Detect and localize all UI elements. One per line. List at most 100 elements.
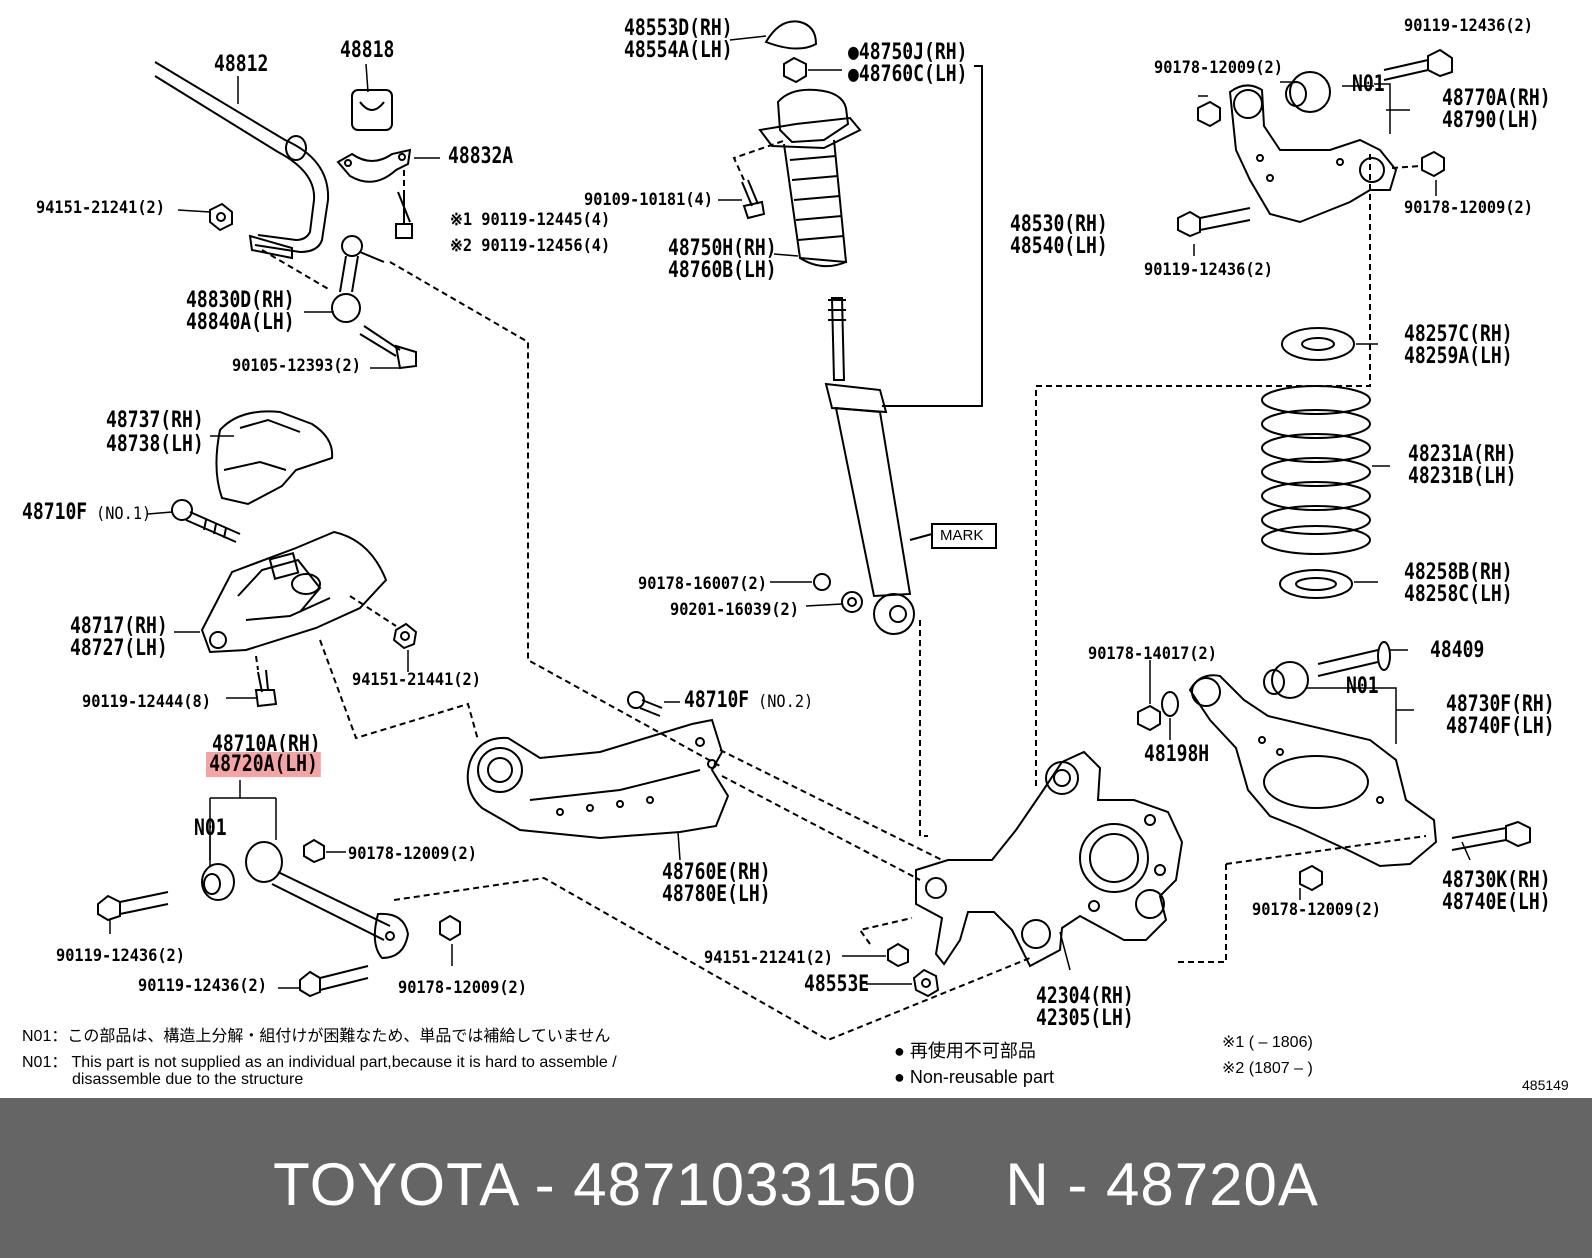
spring-seat-48257c: [1281, 327, 1355, 361]
leader-lines: [109, 35, 1471, 989]
label-90119-12444: 90119-12444(8): [82, 692, 211, 712]
washer-90201-16039: [841, 591, 863, 613]
bolt-90119-12436-b: [299, 965, 369, 998]
mark-tag: [909, 523, 997, 549]
bushing-n01-r: [1263, 661, 1309, 699]
bracket-48832a: [336, 148, 412, 183]
label-48730k: 48730K(RH): [1442, 868, 1551, 893]
diagram-drawing: [97, 20, 1531, 1042]
note-nonreusable-jp: ● 再使用不可部品: [894, 1041, 1036, 1061]
nut-90178-14017: [1137, 704, 1161, 732]
bushing-48818: [351, 89, 393, 131]
nut-48750j: [783, 56, 807, 84]
label-90119-12436-tr: 90119-12436(2): [1404, 16, 1533, 36]
label-48760c: ●48760C(LH): [848, 62, 968, 87]
label-mark: MARK: [940, 527, 984, 544]
bolt-90119-12436-tr: [1383, 48, 1453, 81]
label-42305: 42305(LH): [1036, 1006, 1134, 1031]
parts-diagram: 48812 48818 48832A 94151-21241(2) ※1 901…: [22, 16, 1569, 1093]
shock-absorber-48530: [824, 297, 915, 635]
cover-48737: [215, 410, 334, 506]
bolt-90119-12436-trb: [1177, 207, 1251, 238]
label-90178-12009-tr: 90178-12009(2): [1404, 198, 1533, 218]
label-90178-12009-bot: 90178-12009(2): [398, 978, 527, 998]
label-90178-16007: 90178-16007(2): [638, 574, 767, 594]
footnote-2: ※2 (1807 – ): [1222, 1060, 1313, 1077]
bolt-90119-12436-a: [97, 891, 169, 922]
label-48818: 48818: [340, 38, 395, 63]
label-48832a: 48832A: [448, 144, 514, 169]
label-94151-21241-top: 94151-21241(2): [36, 198, 165, 218]
nut-90178-12009-bot: [439, 914, 461, 942]
lower-arm-48730f: [1188, 674, 1438, 868]
label-48830d: 48830D(RH): [186, 288, 295, 313]
trailing-arm-48760e: [466, 718, 730, 840]
bolt-48409: [1317, 641, 1391, 677]
label-48730f: 48730F(RH): [1446, 692, 1555, 717]
label-48740f: 48740F(LH): [1446, 714, 1555, 739]
bolt-90119-12445: [395, 190, 413, 239]
label-48710a: 48710A(RH): [212, 732, 321, 757]
label-48750h: 48750H(RH): [668, 236, 777, 261]
label-48259a: 48259A(LH): [1404, 344, 1513, 369]
lateral-rod-48710a: [245, 841, 410, 960]
label-n01-r: N01: [1346, 674, 1379, 699]
label-90119-12436-a: 90119-12436(2): [56, 946, 185, 966]
label-48812: 48812: [214, 52, 269, 77]
label-48258c: 48258C(LH): [1404, 582, 1513, 607]
label-48710f-no1: 48710F: [22, 500, 88, 525]
label-48737: 48737(RH): [106, 408, 204, 433]
mount-48750h: [758, 88, 862, 268]
label-48750j: ●48750J(RH): [848, 40, 968, 65]
label-94151-21241-bot: 94151-21241(2): [704, 948, 833, 968]
nut-90178-12009-r: [1299, 864, 1323, 892]
label-48540: 48540(LH): [1010, 234, 1108, 259]
bolt-48710f-no2: [627, 691, 663, 717]
note-n01-en-line1: N01： This part is not supplied as an ind…: [22, 1054, 617, 1071]
label-48770a: 48770A(RH): [1442, 86, 1551, 111]
nut-90178-12009-mid: [303, 838, 325, 864]
label-48231b: 48231B(LH): [1408, 464, 1517, 489]
bolt-48730k: [1451, 820, 1531, 851]
label-90119-12445: ※1 90119-12445(4): [450, 210, 611, 230]
label-48710f-no1-sub: (NO.1): [96, 504, 152, 524]
footer-part-title: TOYOTA - 4871033150 N - 48720A: [273, 1151, 1319, 1218]
label-48554a: 48554A(LH): [624, 38, 733, 63]
nut-90178-16007: [813, 573, 831, 591]
label-90105-12393: 90105-12393(2): [232, 356, 361, 376]
label-90178-12009-tl: 90178-12009(2): [1154, 58, 1283, 78]
label-48727: 48727(LH): [70, 636, 168, 661]
bolt-90105-12393: [359, 325, 417, 370]
nut-94151-21441: [392, 622, 418, 650]
label-90178-14017: 90178-14017(2): [1088, 644, 1217, 664]
label-90201-16039: 90201-16039(2): [670, 600, 799, 620]
stabilizer-link-48830d: [331, 235, 385, 323]
label-48198h: 48198H: [1144, 742, 1210, 767]
label-48760e: 48760E(RH): [662, 860, 771, 885]
spring-seat-48258b: [1279, 569, 1353, 599]
note-nonreusable-en: ● Non-reusable part: [894, 1067, 1054, 1087]
upper-arm-48770a: [1228, 84, 1398, 224]
label-42304: 42304(RH): [1036, 984, 1134, 1009]
bolt-48710f-no1: [171, 499, 241, 543]
label-48409: 48409: [1430, 638, 1485, 663]
label-48720a: 48720A(LH): [206, 752, 322, 777]
label-90109-10181: 90109-10181(4): [584, 190, 713, 210]
nut-90178-12009-tr: [1421, 150, 1445, 178]
nut-94151-21241: [209, 202, 233, 232]
label-48553e: 48553E: [804, 972, 870, 997]
bolt-90119-12444: [254, 669, 278, 708]
label-48258b: 48258B(RH): [1404, 560, 1513, 585]
nut-90178-12009-tl: [1197, 100, 1221, 128]
label-n01-tr: N01: [1352, 72, 1385, 97]
footer-bar: TOYOTA - 4871033150 N - 48720A: [0, 1098, 1592, 1258]
nut-48553e: [912, 968, 940, 998]
label-n01-left: N01: [194, 816, 227, 841]
label-48740e: 48740E(LH): [1442, 890, 1551, 915]
label-90119-12436-trb: 90119-12436(2): [1144, 260, 1273, 280]
label-48553d: 48553D(RH): [624, 16, 733, 41]
label-48760b: 48760B(LH): [668, 258, 777, 283]
nut-94151-21241-bot: [887, 942, 909, 968]
label-90178-12009-r: 90178-12009(2): [1252, 900, 1381, 920]
label-48710f-no2-sub: (NO.2): [758, 692, 814, 712]
